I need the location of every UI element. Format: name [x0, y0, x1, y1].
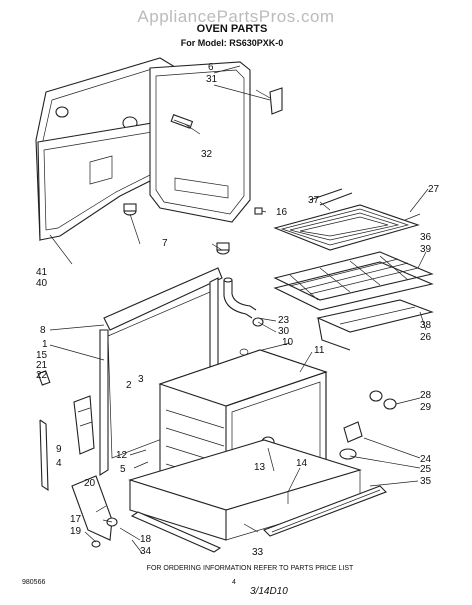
- callout-27: 27: [428, 184, 440, 195]
- callout-29: 29: [420, 402, 432, 413]
- callout-37: 37: [308, 195, 320, 206]
- model-line: For Model: RS630PXK-0: [181, 38, 284, 48]
- storage-drawer-base: [128, 439, 362, 541]
- footer-page-number: 4: [232, 579, 236, 586]
- callout-22: 22: [36, 370, 48, 381]
- callout-16: 16: [276, 207, 288, 218]
- callout-6: 6: [208, 62, 214, 73]
- callout-30: 30: [278, 326, 290, 337]
- callout-2: 2: [126, 380, 132, 391]
- callout-35: 35: [420, 476, 432, 487]
- callout-26: 26: [420, 332, 432, 343]
- footer-part-number: 980566: [22, 579, 45, 586]
- oven-rack: [273, 251, 434, 311]
- callout-3: 3: [138, 374, 144, 385]
- callout-36: 36: [420, 232, 432, 243]
- callout-4: 4: [56, 458, 62, 469]
- callout-39: 39: [420, 244, 432, 255]
- door-hinge-assembly: [37, 370, 118, 548]
- watermark: AppliancePartsPros.com: [137, 7, 334, 26]
- broil-element: [273, 188, 421, 251]
- leader-lines: [49, 65, 429, 554]
- diagram-title: OVEN PARTS: [197, 23, 268, 35]
- callout-1: 1: [42, 339, 48, 350]
- callout-25: 25: [420, 464, 432, 475]
- callout-labels: 6 31 32 16 7 41 40 27 37 36 39 38 26 8 1…: [36, 62, 440, 558]
- callout-18: 18: [140, 534, 152, 545]
- footer-handwritten-date: 3/14D10: [250, 586, 288, 597]
- callout-41: 41: [36, 267, 48, 278]
- callout-38: 38: [420, 320, 432, 331]
- callout-15: 15: [36, 350, 48, 361]
- callout-8: 8: [40, 325, 46, 336]
- callout-10: 10: [282, 337, 294, 348]
- callout-14: 14: [296, 458, 308, 469]
- oven-light-assembly: [339, 390, 397, 460]
- callout-17: 17: [70, 514, 82, 525]
- callout-28: 28: [420, 390, 432, 401]
- callout-19: 19: [70, 526, 82, 537]
- callout-20: 20: [84, 478, 96, 489]
- callout-9: 9: [56, 444, 62, 455]
- bottom-trim: [130, 511, 222, 553]
- callout-23: 23: [278, 315, 290, 326]
- footer-ordering-note: FOR ORDERING INFORMATION REFER TO PARTS …: [147, 565, 354, 572]
- callout-21: 21: [36, 360, 48, 371]
- callout-11: 11: [314, 345, 325, 356]
- callout-31: 31: [206, 74, 218, 85]
- vent-tube: [223, 277, 264, 327]
- callout-24: 24: [420, 454, 432, 465]
- callout-12: 12: [116, 450, 128, 461]
- oven-leg-feet: [123, 203, 230, 255]
- callout-33: 33: [252, 547, 264, 558]
- bake-element: [316, 299, 434, 351]
- oven-back-wall: [149, 61, 283, 223]
- callout-34: 34: [140, 546, 152, 557]
- callout-13: 13: [254, 462, 266, 473]
- callout-5: 5: [120, 464, 126, 475]
- callout-7: 7: [162, 238, 168, 249]
- callout-32: 32: [201, 149, 213, 160]
- callout-40: 40: [36, 278, 48, 289]
- kick-panel: [263, 485, 387, 537]
